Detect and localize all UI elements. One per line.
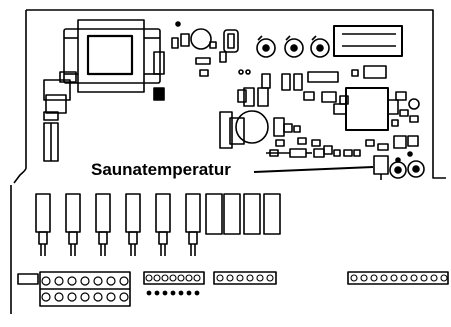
terminal-block-center — [213, 271, 277, 285]
main-ic — [333, 87, 420, 131]
top-right-relay — [333, 25, 403, 79]
callout-leader-line — [253, 166, 374, 173]
trimmer-potentiometers — [256, 35, 330, 58]
relay — [155, 193, 171, 256]
relay — [35, 193, 51, 256]
electrolytic-capacitor — [219, 110, 301, 149]
large-relays — [205, 193, 281, 235]
terminal-block-left — [17, 271, 131, 307]
board-outline — [10, 9, 446, 314]
terminal-block-right — [347, 271, 449, 285]
relay-row — [35, 193, 201, 256]
board-corner — [13, 10, 27, 184]
relay — [95, 193, 111, 256]
callout-label-sauna-temperature: Saunatemperatur — [91, 160, 231, 179]
sauna-temperature-trimmer — [373, 151, 425, 180]
relay — [125, 193, 141, 256]
capacitor-cluster — [171, 21, 251, 77]
relay — [65, 193, 81, 256]
transformer — [63, 19, 161, 93]
relay — [185, 193, 201, 256]
left-components — [43, 51, 165, 162]
resistor-row — [266, 135, 419, 158]
terminal-block-middle — [143, 271, 205, 296]
middle-components — [237, 71, 349, 107]
